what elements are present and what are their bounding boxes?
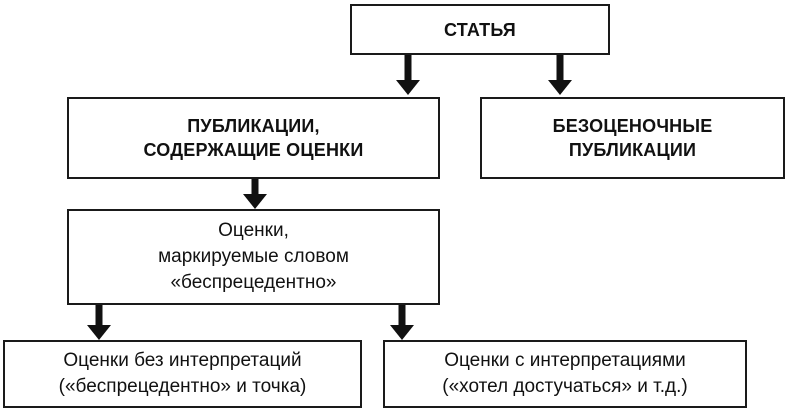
arrow-down-icon — [396, 80, 420, 95]
arrow-down-icon — [548, 80, 572, 95]
arrow-article-to-eval-publications — [396, 55, 420, 95]
node-label: БЕЗОЦЕНОЧНЫЕ — [552, 116, 713, 136]
arrow-stem — [404, 55, 412, 80]
node-label: Оценки, — [218, 220, 289, 241]
node-label: СТАТЬЯ — [444, 19, 516, 40]
node-label: Оценки без интерпретаций — [63, 350, 302, 371]
arrow-down-icon — [87, 325, 111, 340]
arrow-marked-to-without-interpretations — [87, 305, 111, 340]
arrow-article-to-noneval-publications — [548, 55, 572, 95]
arrow-down-icon — [243, 194, 267, 209]
arrow-stem — [556, 55, 564, 80]
node-evaluations-marked-unprecedented: Оценки, маркируемые словом «беспрецедент… — [67, 209, 440, 305]
arrow-down-icon — [390, 325, 414, 340]
node-label: «беспрецедентно» — [170, 272, 337, 293]
node-label: («беспрецедентно» и точка) — [58, 376, 307, 397]
arrow-eval-publications-to-marked-evaluations — [243, 179, 267, 209]
arrow-stem — [398, 305, 406, 325]
node-publications-with-evaluations: ПУБЛИКАЦИИ, СОДЕРЖАЩИЕ ОЦЕНКИ — [67, 97, 440, 179]
arrow-stem — [95, 305, 103, 325]
node-article: СТАТЬЯ — [350, 4, 610, 55]
arrow-stem — [251, 179, 259, 194]
node-label: («хотел достучаться» и т.д.) — [442, 376, 688, 397]
node-label: Оценки с интерпретациями — [444, 350, 686, 371]
node-label: ПУБЛИКАЦИИ, — [187, 116, 320, 136]
node-evaluations-with-interpretations: Оценки с интерпретациями («хотел достуча… — [383, 340, 747, 408]
node-label: ПУБЛИКАЦИИ — [568, 140, 697, 160]
node-non-evaluative-publications: БЕЗОЦЕНОЧНЫЕ ПУБЛИКАЦИИ — [480, 97, 785, 179]
arrow-marked-to-with-interpretations — [390, 305, 414, 340]
node-label: СОДЕРЖАЩИЕ ОЦЕНКИ — [143, 140, 364, 160]
node-label: маркируемые словом — [158, 246, 349, 267]
node-evaluations-without-interpretations: Оценки без интерпретаций («беспрецедентн… — [3, 340, 362, 408]
